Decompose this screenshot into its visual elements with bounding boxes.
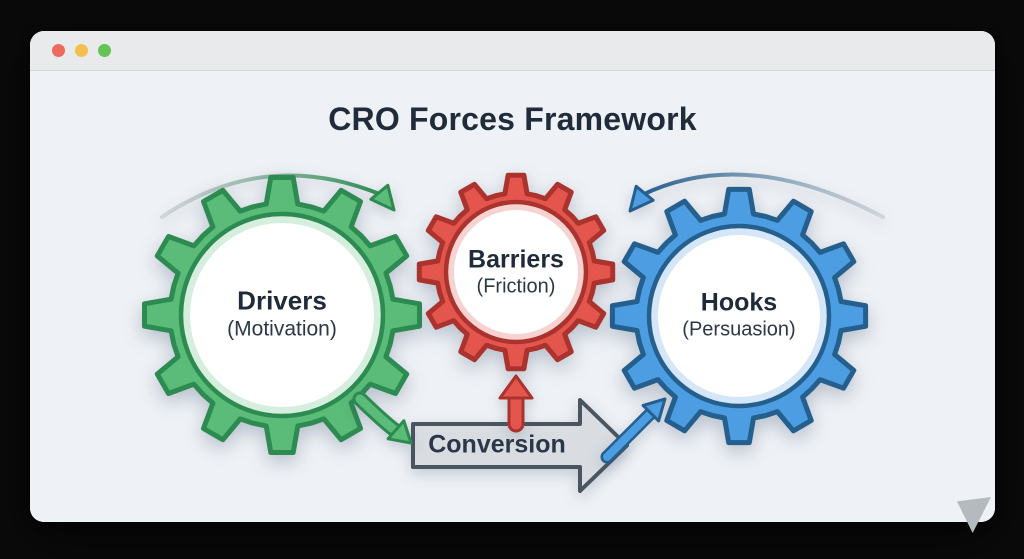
- traffic-light-close[interactable]: [52, 44, 65, 57]
- arrow-barriers-to-conversion-icon: [498, 374, 534, 433]
- traffic-light-minimize[interactable]: [75, 44, 88, 57]
- page-title: CRO Forces Framework: [328, 101, 697, 137]
- rotation-arrow-counterclockwise-icon: [628, 172, 885, 219]
- diagram-canvas: [142, 172, 885, 493]
- gear-hooks: [609, 186, 869, 446]
- conversion-arrow: [411, 398, 629, 493]
- traffic-light-zoom[interactable]: [98, 44, 111, 57]
- gear-center: [454, 210, 578, 334]
- gear-center: [190, 223, 374, 407]
- arrow-drivers-to-conversion-icon: [352, 391, 413, 445]
- gear-center: [658, 235, 820, 397]
- app-window: CRO Forces Framework Drivers (Motivation…: [30, 31, 995, 522]
- arrow-conversion-to-hooks-icon: [600, 397, 667, 464]
- gear-barriers: [416, 172, 616, 372]
- window-titlebar: [30, 31, 995, 71]
- window-content: CRO Forces Framework Drivers (Motivation…: [30, 71, 995, 522]
- gear-drivers: [142, 175, 422, 455]
